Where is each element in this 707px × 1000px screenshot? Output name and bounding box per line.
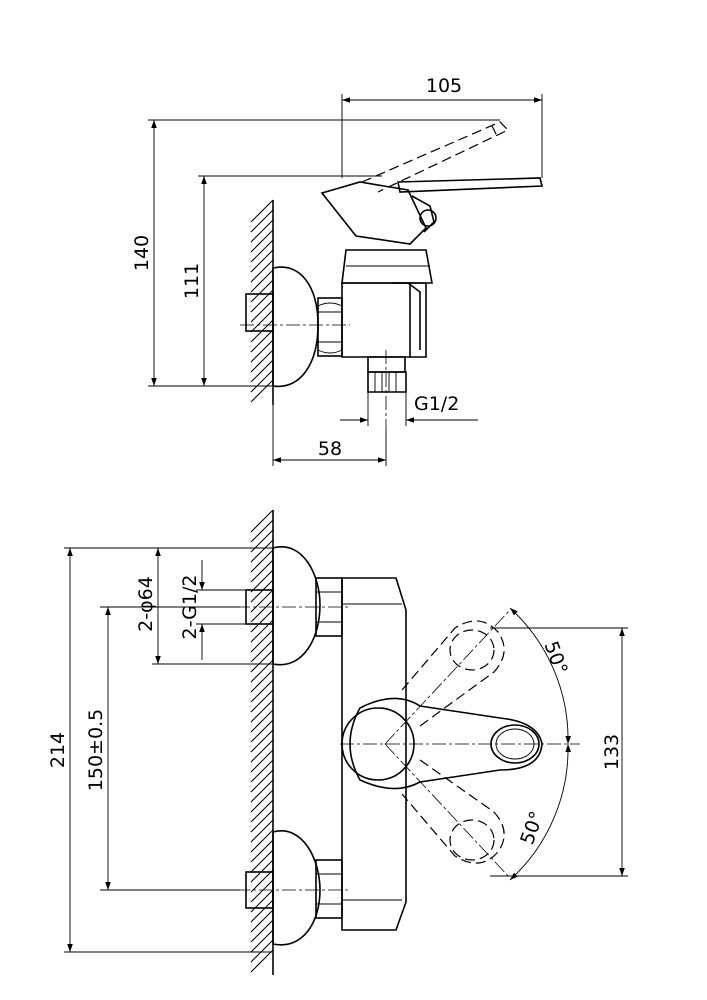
- dim-label-140: 140: [131, 235, 153, 271]
- wall-hatch-line: [250, 819, 274, 843]
- dim-g12: G1/2: [340, 392, 478, 426]
- wall-hatch-line: [250, 739, 274, 763]
- wall-hatch-line: [250, 579, 274, 603]
- dim-escutcheon: 2-φ64: [135, 547, 272, 665]
- dim-214: 214: [47, 547, 272, 953]
- wall-hatch-line: [250, 879, 274, 903]
- wall-hatch-line: [250, 849, 274, 873]
- dim-label-escutcheon: 2-φ64: [135, 576, 157, 632]
- wall-hatch-line: [250, 709, 274, 733]
- side-view: 105 140 111 G1/2 58: [131, 75, 544, 466]
- wall-hatch-line: [250, 659, 274, 683]
- dim-label-150: 150±0.5: [85, 709, 107, 791]
- side-hex-nut: [317, 297, 343, 357]
- wall-hatch-line: [250, 909, 274, 933]
- dim-label-inlet-thread: 2-G1/2: [179, 575, 201, 640]
- wall-hatch-line: [250, 809, 274, 833]
- wall-hatch-line: [250, 239, 274, 263]
- wall-hatch-line: [250, 269, 274, 293]
- wall-hatch-line: [250, 749, 274, 773]
- wall-hatch-line: [250, 779, 274, 803]
- wall-hatch-line: [250, 629, 274, 653]
- wall-hatch-line: [250, 309, 274, 333]
- side-wall: [250, 199, 274, 405]
- wall-hatch-line: [250, 219, 274, 243]
- wall-hatch-line: [250, 529, 274, 553]
- wall-hatch-line: [250, 639, 274, 663]
- dim-label-angle-down: 50°: [516, 808, 548, 847]
- wall-hatch-line: [250, 649, 274, 673]
- dim-150: 150±0.5: [85, 606, 240, 891]
- wall-hatch-line: [250, 559, 274, 583]
- side-inlet-stub: [245, 293, 274, 332]
- wall-hatch-line: [250, 229, 274, 253]
- front-handle-positions: [401, 620, 505, 864]
- wall-hatch-line: [250, 589, 274, 613]
- wall-hatch-line: [250, 249, 274, 273]
- wall-hatch-line: [250, 829, 274, 853]
- wall-hatch-line: [250, 919, 274, 943]
- dim-111: 111: [181, 175, 382, 386]
- wall-hatch-line: [250, 769, 274, 793]
- wall-hatch-line: [250, 369, 274, 393]
- side-escutcheon: [272, 266, 319, 388]
- wall-hatch-line: [250, 669, 274, 693]
- wall-hatch-line: [250, 679, 274, 703]
- dim-105: 105: [341, 75, 543, 178]
- wall-hatch-line: [250, 259, 274, 283]
- dim-label-g12: G1/2: [414, 393, 459, 415]
- wall-hatch-line: [250, 939, 274, 963]
- dim-58: 58: [272, 405, 387, 466]
- front-view: 50° 50° 133 214 150±0.5: [47, 509, 628, 975]
- wall-hatch-line: [250, 729, 274, 753]
- wall-hatch-line: [250, 539, 274, 563]
- front-body: [341, 577, 407, 931]
- wall-hatch-line: [250, 799, 274, 823]
- wall-hatch-line: [250, 279, 274, 303]
- wall-hatch-line: [250, 339, 274, 363]
- wall-hatch-line: [250, 329, 274, 353]
- wall-hatch-line: [250, 899, 274, 923]
- front-handle: [341, 697, 543, 790]
- wall-hatch-line: [250, 929, 274, 953]
- dim-label-58: 58: [318, 438, 342, 460]
- wall-hatch-line: [250, 859, 274, 883]
- wall-hatch-line: [250, 199, 274, 223]
- dim-140: 140: [131, 119, 500, 387]
- dim-label-214: 214: [47, 732, 69, 768]
- wall-hatch-line: [250, 509, 274, 533]
- dim-label-133: 133: [601, 734, 623, 770]
- dim-inlet-thread: 2-G1/2: [179, 560, 246, 660]
- wall-hatch-line: [250, 549, 274, 573]
- dim-label-111: 111: [181, 263, 203, 299]
- dim-133: 133: [490, 627, 628, 877]
- front-escutcheon-lower: [272, 830, 321, 946]
- wall-hatch-line: [250, 699, 274, 723]
- side-body: [341, 249, 433, 393]
- wall-hatch-line: [250, 359, 274, 383]
- front-wall: [250, 509, 274, 975]
- wall-hatch-line: [250, 209, 274, 233]
- wall-hatch-line: [250, 869, 274, 893]
- dim-label-angle-up: 50°: [540, 638, 572, 677]
- wall-hatch-line: [250, 379, 274, 403]
- wall-hatch-line: [250, 299, 274, 323]
- dim-label-105: 105: [426, 75, 462, 97]
- wall-hatch-line: [250, 569, 274, 593]
- wall-hatch-line: [250, 759, 274, 783]
- wall-hatch-line: [250, 789, 274, 813]
- wall-hatch-line: [250, 839, 274, 863]
- wall-hatch-line: [250, 349, 274, 373]
- wall-hatch-line: [250, 599, 274, 623]
- wall-hatch-line: [250, 609, 274, 633]
- wall-hatch-line: [250, 719, 274, 743]
- front-escutcheon-upper: [272, 546, 321, 666]
- side-handle: [320, 121, 544, 245]
- wall-hatch-line: [250, 519, 274, 543]
- wall-hatch-line: [250, 689, 274, 713]
- wall-hatch-line: [250, 949, 274, 973]
